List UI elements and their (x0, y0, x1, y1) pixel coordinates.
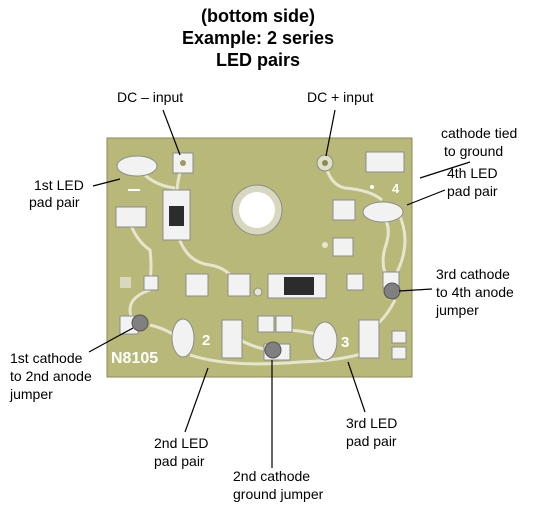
pad-small-4 (257, 315, 275, 333)
label-jumper1-2: to 2nd anode (10, 368, 92, 384)
pad-small-1 (143, 275, 159, 291)
via-dc-plus (322, 160, 328, 166)
pad-1st-led-rect (115, 206, 147, 228)
pad-2nd-led-oval (171, 318, 195, 358)
label-gnd-jumper-1: 2nd cathode (233, 468, 311, 484)
label-1st-led-1: 1st LED (34, 177, 84, 193)
pad-4th-led-rect (332, 199, 356, 221)
via-mid (253, 287, 263, 297)
via-small (322, 242, 328, 248)
title-line-1: (bottom side) (201, 6, 315, 26)
title-line-3: LED pairs (215, 50, 301, 70)
label-jumper3-1: 3rd cathode (436, 266, 510, 282)
label-2nd-led-2: pad pair (154, 453, 205, 469)
label-1st-led-2: pad pair (29, 194, 80, 210)
label-gnd-jumper-2: ground jumper (233, 486, 324, 502)
pad-small-2 (346, 273, 364, 291)
diagram-title: (bottom side) Example: 2 series LED pair… (0, 5, 516, 71)
title-line-2: Example: 2 series (181, 28, 335, 48)
silkscreen-number-4: 4 (392, 181, 400, 196)
label-2nd-led-1: 2nd LED (154, 435, 209, 451)
pad-3rd-led-rect (358, 319, 380, 359)
silkscreen-number-2: 2 (202, 332, 210, 349)
silkscreen-dot (370, 185, 374, 189)
label-jumper3-3: jumper (436, 302, 479, 318)
label-3rd-led-1: 3rd LED (346, 415, 398, 431)
resistor-vertical (169, 206, 184, 226)
label-dc-plus: DC + input (307, 89, 374, 105)
resistor-horizontal (284, 277, 314, 295)
pad-small-7 (391, 346, 407, 360)
label-3rd-led-2: pad pair (346, 433, 397, 449)
pad-2nd-led-rect (221, 319, 243, 359)
label-cathode-tied-2: to ground (444, 143, 504, 159)
pad-small-5 (275, 315, 293, 333)
pad-misc-right (332, 237, 354, 257)
leader-lines (88, 109, 471, 468)
jumper-2nd-cathode-ground (264, 341, 282, 359)
silkscreen-part-number: N8105 (111, 350, 158, 367)
jumper-3rd-cathode-4th-anode (383, 282, 401, 300)
pad-square-b (227, 273, 251, 297)
pad-small-6 (391, 330, 407, 344)
label-4th-led-2: pad pair (447, 183, 498, 199)
label-jumper3-2: to 4th anode (436, 284, 514, 300)
label-dc-minus: DC – input (117, 89, 184, 105)
pad-1st-led-oval (116, 155, 158, 177)
pad-4th-led-oval (362, 201, 404, 223)
label-cathode-tied-1: cathode tied (441, 125, 518, 141)
pad-cathode-ground (365, 151, 405, 173)
pad-3rd-led-oval (312, 321, 338, 361)
label-jumper1-3: jumper (10, 386, 53, 402)
silkscreen-number-3: 3 (341, 334, 349, 351)
mounting-hole (239, 192, 275, 228)
jumper-1st-cathode-2nd-anode (131, 314, 149, 332)
pad-small-0 (120, 277, 131, 288)
via-dc-minus (180, 160, 186, 166)
label-jumper1-1: 1st cathode (10, 350, 83, 366)
pad-square-a (185, 273, 209, 297)
label-4th-led-1: 4th LED (447, 165, 498, 181)
